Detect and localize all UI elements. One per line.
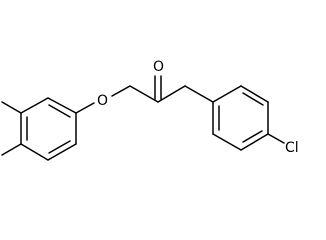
bond-o-to-ch2: [111, 85, 131, 97]
bond-ring1-f: [20, 97, 49, 114]
bond-ring2-e: [240, 133, 269, 151]
bond-ring2-b: [212, 85, 242, 103]
bond-ring2-a: [184, 85, 214, 103]
bond-ring1-a: [47, 97, 77, 114]
ketone-oxygen-label: O: [153, 59, 164, 75]
chlorine-label: Cl: [285, 140, 299, 156]
bond-ring1-to-o: [75, 102, 95, 114]
bond-ring2-to-cl: [267, 133, 285, 144]
bond-ring2-double-1: [242, 92, 264, 106]
bond-ring2-double-2: [242, 130, 263, 143]
bond-ch2-to-co: [129, 85, 159, 103]
bond-ring1-double-1: [48, 104, 71, 118]
bond-ring1-c: [47, 143, 77, 161]
bond-ring2-f: [212, 133, 242, 151]
bond-co-to-ring2: [157, 85, 186, 103]
bond-ring1-d: [20, 143, 49, 161]
bond-ring1-double-2: [48, 140, 71, 154]
ether-oxygen-label: O: [97, 93, 108, 109]
bond-methyl-upper: [1, 101, 22, 114]
structure-canvas: O O Cl: [1, 59, 299, 161]
bond-ring2-c: [240, 85, 269, 103]
bond-methyl-lower: [1, 143, 22, 156]
molecule-drawing: O O Cl: [1, 59, 299, 161]
